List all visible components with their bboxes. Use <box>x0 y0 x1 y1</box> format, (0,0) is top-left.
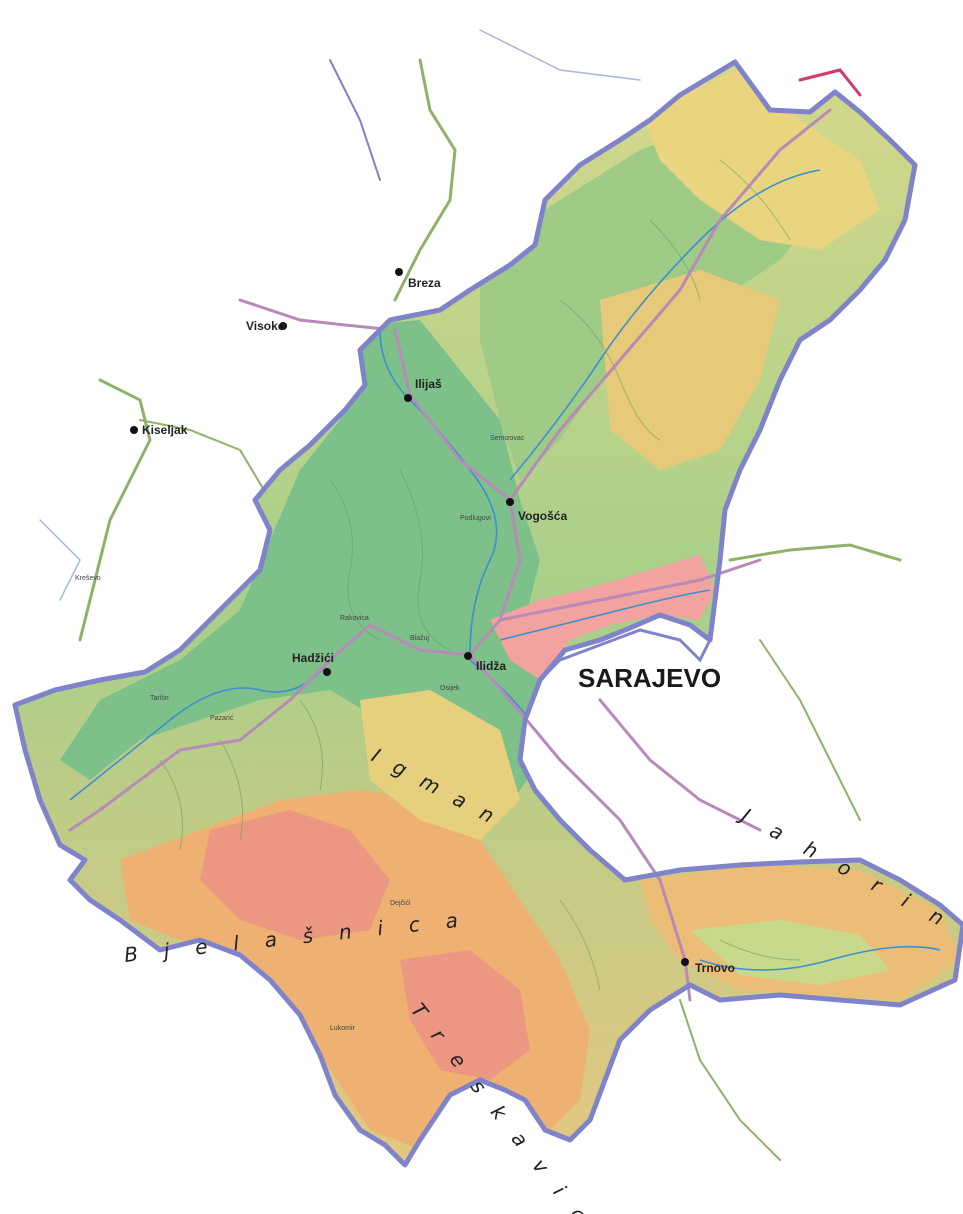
town-dot-ilidza <box>464 652 472 660</box>
upland-zone-igman <box>360 690 520 840</box>
town-label-ilijas: Ilijaš <box>415 377 442 391</box>
minor-label: Osijek <box>440 685 460 692</box>
minor-label: Pazarić <box>210 715 234 722</box>
town-dot-hadzici <box>323 668 331 676</box>
town-dot-visoko <box>279 322 287 330</box>
minor-label: Semizovac <box>490 435 525 442</box>
town-labels: Breza Visoko Ilijaš Kiseljak Vogošća Had… <box>142 276 735 975</box>
minor-label: Kreševo <box>75 575 101 582</box>
town-label-hadzici: Hadžići <box>292 651 334 665</box>
upland-zone-north <box>640 70 880 250</box>
town-dot-vogosca <box>506 498 514 506</box>
minor-label: Podlugovi <box>460 515 491 522</box>
minor-label: Rakovica <box>340 615 369 622</box>
outer-roads <box>39 29 902 1161</box>
town-dot-trnovo <box>681 958 689 966</box>
river-rakitnica <box>699 945 941 971</box>
river-miljacka <box>499 589 711 641</box>
relief-lines <box>159 159 801 991</box>
town-label-visoko: Visoko <box>246 319 285 333</box>
town-dot-breza <box>395 268 403 276</box>
river-fojnica <box>69 659 331 801</box>
town-label-vogosca: Vogošća <box>518 509 567 523</box>
town-label-kiseljak: Kiseljak <box>142 423 188 437</box>
road-west <box>68 623 472 832</box>
sarajevo-city-border <box>538 628 712 682</box>
minor-label: Dejčići <box>390 900 411 907</box>
minor-labels: Tarčin Pazarić Kreševo Semizovac Podlugo… <box>75 435 525 1032</box>
minor-label: Blažuj <box>410 635 430 642</box>
urban-area <box>490 555 715 680</box>
minor-label: Tarčin <box>150 695 169 702</box>
summit-zone-treskavica <box>400 950 530 1080</box>
town-dot-ilijas <box>404 394 412 402</box>
road-east <box>498 558 762 622</box>
upland-zone-mid <box>600 270 780 470</box>
town-dot-kiseljak <box>130 426 138 434</box>
minor-label: Lukomir <box>330 1025 356 1032</box>
town-label-ilidza: Ilidža <box>476 659 506 673</box>
canton-border <box>12 59 963 1168</box>
river-ljubina <box>509 169 821 481</box>
summit-zone-bjelasnica <box>200 810 390 940</box>
capital-label: SARAJEVO <box>578 663 721 693</box>
town-markers <box>130 268 689 966</box>
town-label-breza: Breza <box>408 276 441 290</box>
river-bosna <box>379 329 498 656</box>
town-label-trnovo: Trnovo <box>695 961 735 975</box>
road-north <box>508 108 832 502</box>
